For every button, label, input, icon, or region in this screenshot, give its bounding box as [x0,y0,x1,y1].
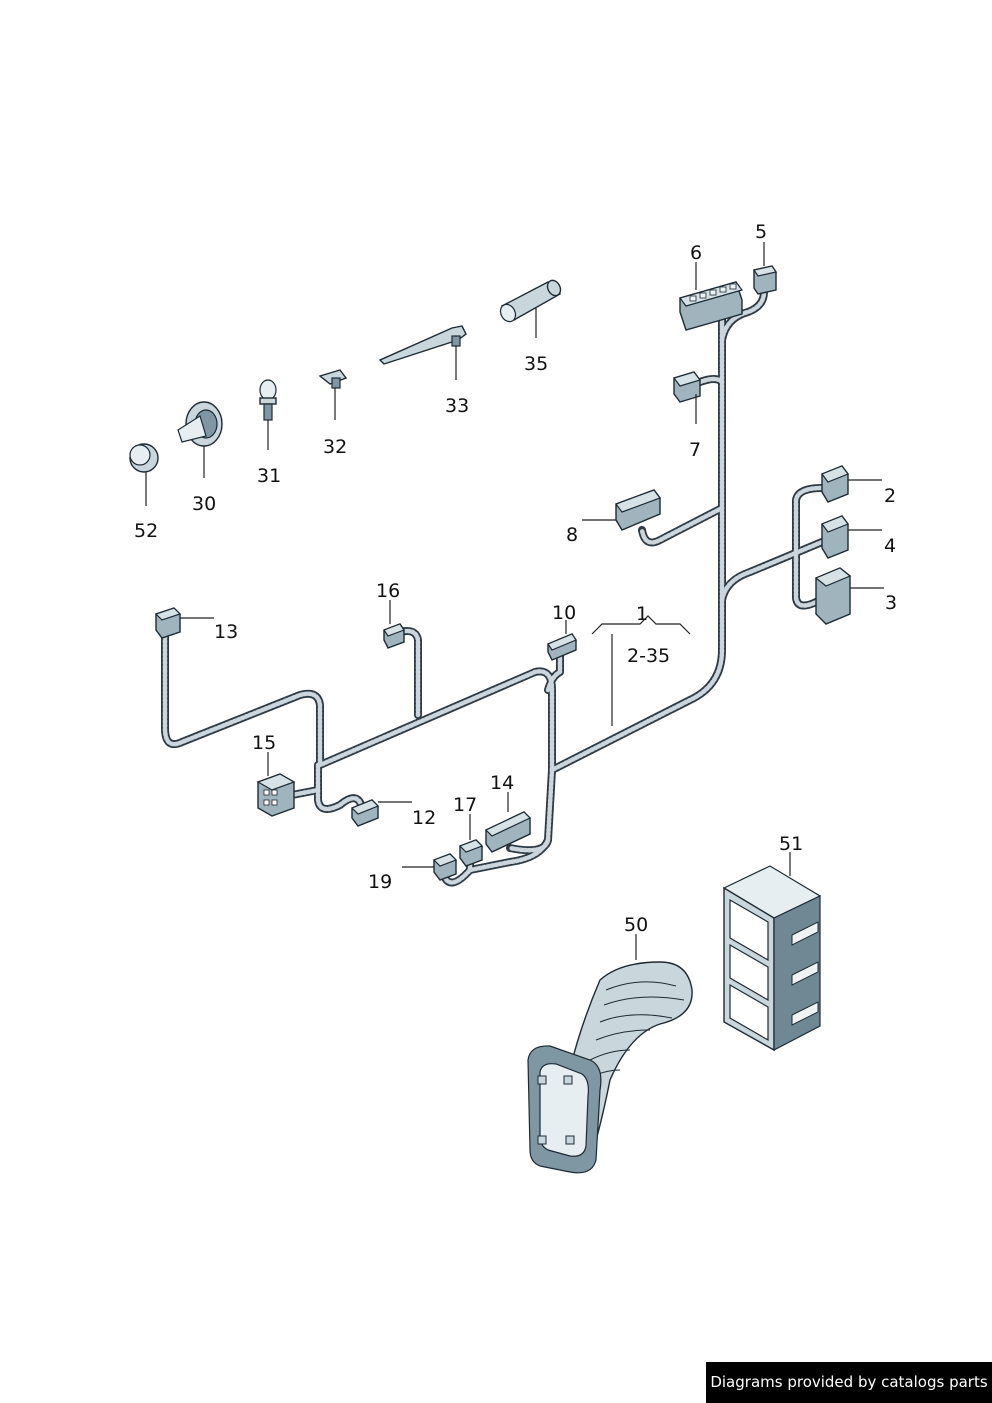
label-30: 30 [192,493,216,515]
label-10: 10 [552,602,576,624]
connector-3 [814,567,852,625]
connector-15 [256,773,296,817]
label-15: 15 [252,732,276,754]
label-14: 14 [490,772,514,794]
label-35: 35 [524,353,548,375]
connector-14 [484,811,532,853]
label-51: 51 [779,833,803,855]
part-31-rivet [259,379,277,421]
connector-19 [432,853,458,881]
footer-credit: Diagrams provided by catalogs parts [706,1362,992,1403]
label-16: 16 [376,580,400,602]
connector-5 [753,265,777,295]
label-1: 1 [636,603,648,625]
part-52-plug [129,443,159,473]
label-2-35: 2-35 [627,645,670,667]
label-5: 5 [755,221,767,243]
connector-12 [350,799,380,827]
part-50-boot [527,961,693,1174]
label-33: 33 [445,395,469,417]
part-51-housing [722,865,822,1052]
connector-10 [547,633,577,661]
connector-8 [615,489,661,531]
connector-13 [154,607,182,639]
label-31: 31 [257,465,281,487]
label-12: 12 [412,807,436,829]
part-30-grommet [177,401,223,447]
label-17: 17 [453,794,477,816]
connector-2 [821,465,849,503]
connector-4 [821,515,849,559]
wiring-harness [161,288,826,887]
part-32-clip [318,369,348,389]
label-3: 3 [885,592,897,614]
label-50: 50 [624,914,648,936]
part-33-cable-tie [378,325,467,365]
label-32: 32 [323,436,347,458]
label-6: 6 [690,242,702,264]
connector-6 [678,281,744,331]
connector-7 [673,371,701,403]
label-19: 19 [368,871,392,893]
label-7: 7 [689,439,701,461]
connector-17 [458,839,484,867]
part-labels: 1 2-35 2 3 4 5 6 7 8 10 12 13 14 15 16 1… [134,221,897,936]
connector-16 [383,623,405,649]
label-2: 2 [884,485,896,507]
part-35-sleeve [499,279,562,323]
label-8: 8 [566,524,578,546]
label-13: 13 [214,621,238,643]
leader-lines [145,242,884,960]
label-4: 4 [884,535,896,557]
label-52: 52 [134,520,158,542]
